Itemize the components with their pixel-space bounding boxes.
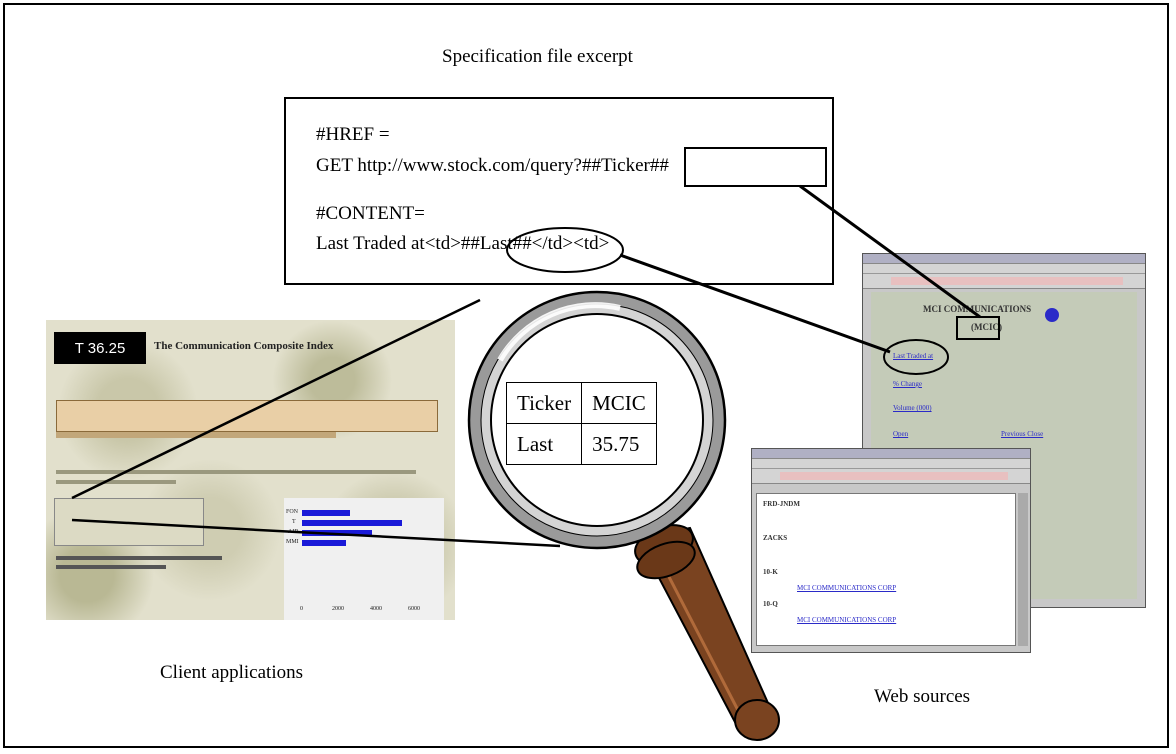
- company-heading: MCI COMMUNICATIONS: [923, 304, 1032, 314]
- table-scrollbar[interactable]: [56, 432, 336, 438]
- last-highlight-ellipse: [506, 227, 624, 273]
- spec-line-last: Last Traded at<td>##Last##</td><td>: [316, 233, 610, 254]
- window-menubar: [863, 264, 1145, 274]
- window-urlbar: [752, 469, 1030, 484]
- index-value-text: [56, 556, 222, 574]
- chart-bar: [302, 520, 402, 526]
- window-menubar: [752, 459, 1030, 469]
- connector-last: [619, 253, 891, 354]
- spec-title: Specification file excerpt: [442, 46, 633, 67]
- table-cell: Ticker: [505, 382, 583, 424]
- spec-line-content: #CONTENT=: [316, 203, 425, 224]
- web-ticker-highlight: [956, 316, 1000, 340]
- description-text: [56, 470, 416, 474]
- bar-category: MMI: [286, 539, 299, 545]
- axis-tick: 4000: [370, 606, 382, 612]
- axis-tick: 2000: [332, 606, 344, 612]
- table-cell: Last: [505, 423, 583, 465]
- ticker-badge: T 36.25: [54, 332, 146, 364]
- bar-category: T: [292, 519, 296, 525]
- web-last-highlight: [883, 339, 949, 375]
- web-page-body: FRD-JNDM ZACKS 10-K MCI COMMUNICATIONS C…: [756, 493, 1016, 646]
- window-urlbar: [863, 274, 1145, 289]
- bar-category: FON: [286, 509, 299, 515]
- source-row-zacks: ZACKS: [763, 534, 788, 542]
- window-titlebar: [752, 449, 1030, 459]
- globe-icon: [1045, 308, 1059, 322]
- magnifier-handle-icon: [634, 524, 780, 741]
- source-row-10k: 10-K: [763, 568, 778, 576]
- filing-link-2[interactable]: MCI COMMUNICATIONS CORP: [797, 616, 897, 624]
- connector-ticker: [799, 184, 981, 319]
- table-row: Last 35.75: [505, 423, 657, 465]
- quote-row-last[interactable]: Last Traded at: [893, 352, 934, 360]
- spec-line-get: GET http://www.stock.com/query?##Ticker#…: [316, 155, 669, 176]
- web-window-front: FRD-JNDM ZACKS 10-K MCI COMMUNICATIONS C…: [751, 448, 1031, 653]
- bar-chart: FON T AIR MMI 0 2000 4000 6000: [284, 498, 444, 620]
- scrollbar[interactable]: [1018, 493, 1028, 646]
- window-titlebar: [863, 254, 1145, 264]
- diagram-frame: [3, 3, 1169, 748]
- chart-bar: [302, 540, 346, 546]
- ticker-highlight-box: [684, 147, 827, 187]
- spec-line-href: #HREF =: [316, 124, 390, 145]
- client-heading: The Communication Composite Index: [154, 340, 334, 352]
- web-sources-label: Web sources: [874, 686, 971, 707]
- connector-client-top: [71, 298, 481, 500]
- description-text: [56, 480, 176, 484]
- quote-row-volume[interactable]: Volume (000): [893, 404, 932, 412]
- table-cell: MCIC: [581, 382, 657, 424]
- chart-bar: [302, 510, 350, 516]
- source-row-frd: FRD-JNDM: [763, 500, 800, 508]
- connector-client-bottom: [71, 518, 561, 548]
- table-row: Ticker MCIC: [505, 382, 657, 424]
- magnified-table: Ticker MCIC Last 35.75: [505, 382, 657, 465]
- quote-row-prev-close[interactable]: Previous Close: [1001, 430, 1044, 438]
- client-applications-label: Client applications: [160, 662, 304, 683]
- axis-tick: 6000: [408, 606, 420, 612]
- quote-row-open[interactable]: Open: [893, 430, 909, 438]
- company-ticker: (MCIC): [971, 322, 1002, 332]
- spec-file-box: #HREF = GET http://www.stock.com/query?#…: [284, 97, 834, 285]
- source-row-10q: 10-Q: [763, 600, 778, 608]
- client-application: T 36.25 The Communication Composite Inde…: [46, 320, 455, 620]
- quote-row-change[interactable]: % Change: [893, 380, 922, 388]
- filing-link-1[interactable]: MCI COMMUNICATIONS CORP: [797, 584, 897, 592]
- axis-tick: 0: [300, 606, 303, 612]
- table-cell: 35.75: [581, 423, 657, 465]
- price-table: [56, 400, 438, 432]
